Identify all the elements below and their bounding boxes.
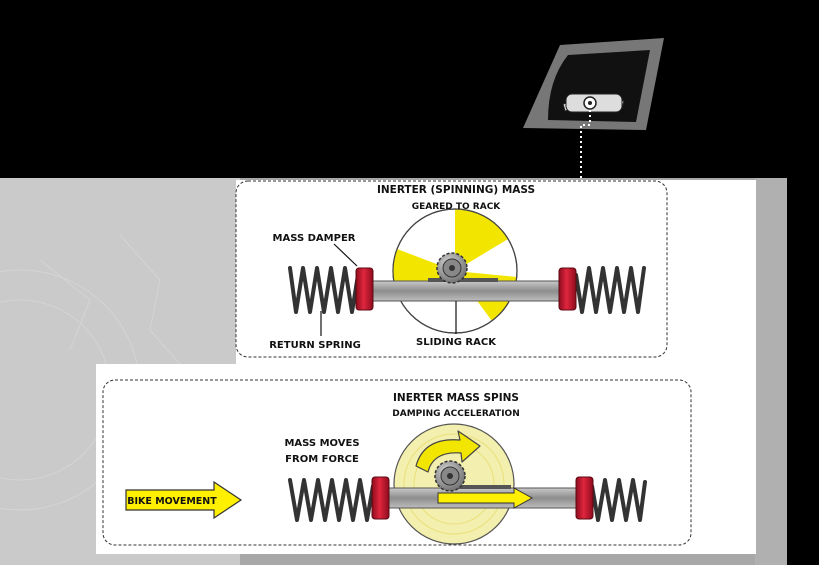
top-diagram: INERTER (SPINNING) MASS GEARED TO RACK M… [235,180,668,358]
spring-icon [288,478,375,522]
sliding-rack [367,280,562,302]
gear-icon [436,252,468,284]
bike-movement-arrow [125,480,243,520]
bottom-title-line2: DAMPING ACCELERATION [392,409,519,419]
rotation-arrow-icon [415,430,481,473]
spring-icon [574,266,646,314]
damper-icon [355,267,374,311]
return-spring-label: RETURN SPRING [269,340,361,351]
damper-icon [558,267,577,311]
damper-icon [575,476,594,520]
bike-movement-label: BIKE MOVEMENT [127,496,217,507]
direction-arrow-icon [437,487,534,509]
spring-icon [288,266,360,314]
bottom-diagram-frame [102,379,692,546]
bottom-diagram: INERTER MASS SPINS DAMPING ACCELERATION … [102,379,692,546]
mass-moves-line1: MASS MOVES [284,438,359,449]
top-title-line1: INERTER (SPINNING) MASS [377,184,535,196]
gear-icon [434,460,466,492]
bottom-title-line1: INERTER MASS SPINS [393,392,519,404]
mass-damper-label: MASS DAMPER [273,233,356,244]
top-title-line2: GEARED TO RACK [412,202,502,212]
sliding-rack-label: SLIDING RACK [416,337,497,348]
inset-chassis-icon [523,38,664,130]
mass-moves-line2: FROM FORCE [285,454,359,465]
spring-icon [590,478,647,522]
damper-icon [371,476,390,520]
